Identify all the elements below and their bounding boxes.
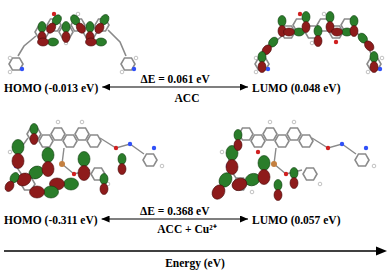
orbital-energy-label: LUMO (0.057 eV): [252, 214, 340, 227]
complex-homo-orbital: [3, 120, 164, 198]
energy-gap-label: ΔE = 0.368 eV: [140, 205, 209, 218]
system-label: ACC: [175, 92, 200, 105]
orbital-label-box: HOMO (-0.013 eV): [4, 78, 98, 96]
axis-label: Energy (eV): [165, 257, 225, 270]
orbital-energy-label: HOMO (-0.013 eV): [4, 82, 98, 95]
orbital-label-box: LUMO (0.048 eV): [252, 78, 340, 96]
orbital-energy-label: LUMO (0.048 eV): [252, 82, 340, 95]
orbital-label-box: LUMO (0.057 eV): [252, 210, 340, 228]
complex-lumo-orbital: [210, 120, 376, 201]
acc-lumo-orbital: [254, 12, 384, 74]
acc-homo-orbital: [8, 12, 138, 74]
energy-axis-arrow: [4, 247, 387, 256]
system-label: ACC + Cu²⁺: [157, 223, 216, 236]
energy-gap-arrow: [102, 218, 248, 219]
energy-gap-label: ΔE = 0.061 eV: [140, 73, 209, 86]
orbital-energy-label: HOMO (-0.311 eV): [4, 214, 98, 227]
energy-gap-arrow: [102, 86, 248, 87]
orbital-label-box: HOMO (-0.311 eV): [4, 210, 98, 228]
